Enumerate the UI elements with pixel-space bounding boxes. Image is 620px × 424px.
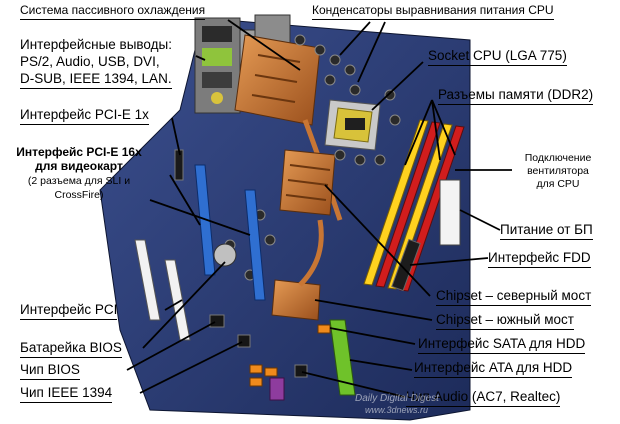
sata-connectors: [249, 324, 331, 387]
label-pcie16-line2: для видеокарт: [35, 159, 123, 173]
label-io-line2: PS/2, Audio, USB, DVI,: [20, 54, 160, 69]
label-pcie16-line3: (2 разъема для SLI и: [27, 175, 131, 187]
label-bios: Чип BIOS: [20, 362, 80, 380]
label-battery: Батарейка BIOS: [20, 340, 122, 358]
label-memory: Разъемы памяти (DDR2): [438, 87, 594, 105]
label-io-line1: Интерфейсные выводы:: [20, 37, 172, 52]
label-sata: Интерфейс SATA для HDD: [418, 336, 586, 354]
label-io-line3: D-SUB, IEEE 1394, LAN.: [20, 71, 172, 89]
usb-header: [269, 377, 285, 401]
label-pcie16-line1: Интерфейс PCI-E 16x: [16, 145, 142, 159]
label-capacitors: Конденсаторы выравнивания питания CPU: [312, 3, 554, 20]
label-fan-line2: вентилятора: [527, 165, 589, 177]
label-passive-cooling: Система пассивного охлаждения: [20, 3, 206, 20]
watermark-line2: www.3dnews.ru: [365, 405, 429, 415]
fdd-connector: [391, 238, 421, 292]
label-ieee1394: Чип IEEE 1394: [20, 385, 113, 403]
watermark-line1: Daily Digital Digest: [355, 393, 439, 404]
label-pci: Интерфейс PCI: [20, 302, 118, 320]
label-ata: Интерфейс ATA для HDD: [414, 360, 573, 378]
heatpipe-cooler: [234, 34, 343, 321]
ieee1394-chip: [237, 334, 251, 348]
bios-chip: [209, 314, 225, 328]
ata-connector: [329, 319, 356, 396]
label-northbridge: Chipset – северный мост: [436, 288, 592, 306]
label-fdd: Интерфейс FDD: [488, 250, 591, 268]
label-pcie16-line4: CrossFire): [54, 189, 104, 201]
atx-power-connector: [439, 179, 461, 246]
leader-lines: [126, 19, 512, 398]
label-fan-line3: для CPU: [536, 178, 580, 190]
label-psu: Питание от БП: [500, 222, 593, 240]
label-socket: Socket CPU (LGA 775): [428, 48, 567, 66]
label-southbridge: Chipset – южный мост: [436, 312, 574, 330]
bios-battery: [213, 243, 237, 267]
audio-chip: [294, 364, 308, 378]
label-audio: Чип Audio (AC7, Realtec): [406, 389, 561, 407]
cpu-socket: [324, 99, 381, 151]
label-fan-line1: Подключение: [524, 152, 592, 164]
label-pcie1x: Интерфейс PCI-E 1x: [20, 107, 149, 125]
